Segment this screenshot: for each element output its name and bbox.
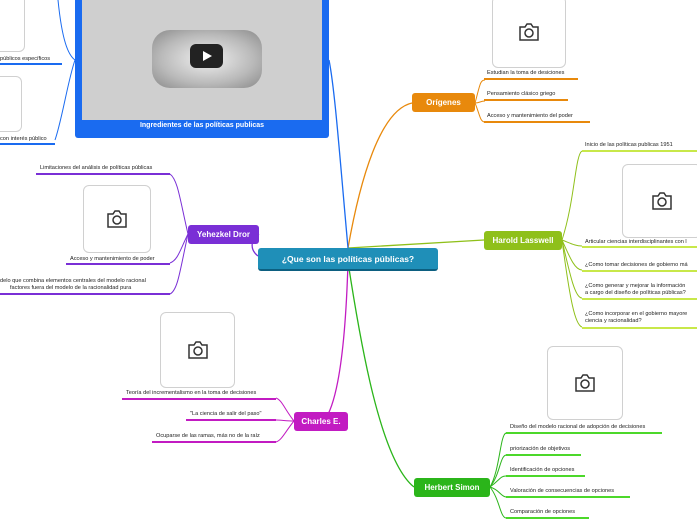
simon-item-4: Valoración de consecuencias de opciones — [510, 488, 615, 494]
dror-item-4: factores fuera del modelo de la racional… — [10, 285, 132, 291]
topleft-leaf-2: con interés público — [0, 136, 47, 142]
underline — [582, 298, 697, 300]
underline — [506, 454, 581, 456]
lasswell-item-4: ¿Como generar y mejorar la información — [585, 283, 686, 289]
lasswell-item-1: Inicio de las políticas publicas 1951 — [585, 142, 673, 148]
underline — [484, 99, 568, 101]
camera-icon — [575, 374, 595, 392]
video-card[interactable]: Ingredientes de las políticas publicas — [75, 0, 329, 138]
underline — [582, 270, 697, 272]
lasswell-item-6: ¿Como incorporar en el gobierno mayore — [585, 311, 688, 317]
underline — [506, 432, 662, 434]
dror-item-1: Limitaciones del análisis de políticas p… — [40, 165, 153, 171]
simon-item-1: Diseño del modelo racional de adopción d… — [510, 424, 646, 430]
lasswell-item-2: Articular ciencias interdisciplinantes c… — [585, 239, 687, 245]
central-topic[interactable]: ¿Que son las políticas públicas? — [258, 248, 438, 271]
lasswell-item-5: a cargo del diseño de políticas públicas… — [585, 290, 686, 296]
charles-item-3: Ocuparse de las ramas, más no de la raíz — [156, 433, 260, 439]
origenes-item-3: Acceso y mantenimiento del poder — [487, 113, 573, 119]
underline — [484, 78, 578, 80]
lasswell-item-3: ¿Como tomar decisiones de gobierno má — [585, 262, 688, 268]
origenes-item-1: Estudian la toma de desiciones — [487, 70, 565, 76]
camera-icon — [107, 210, 127, 228]
camera-icon — [519, 23, 539, 41]
underline — [506, 517, 589, 519]
simon-item-3: Identificación de opciones — [510, 467, 575, 473]
underline — [122, 398, 276, 400]
lasswell-item-7: ciencia y racionalidad? — [585, 318, 642, 324]
origenes-item-2: Pensamiento clásico griego — [487, 91, 556, 97]
image-placeholder — [492, 0, 566, 68]
dror-item-3: delo que combina elementos centrales del… — [0, 278, 146, 284]
image-placeholder — [547, 346, 623, 420]
underline — [0, 293, 170, 295]
underline — [506, 496, 630, 498]
branch-yehezkel-dror[interactable]: Yehezkel Dror — [188, 225, 259, 244]
dror-item-2: Acceso y mantenimiento de poder — [70, 256, 155, 262]
underline — [0, 143, 55, 145]
underline — [186, 419, 276, 421]
image-placeholder — [622, 164, 697, 238]
branch-charles-e[interactable]: Charles E. — [294, 412, 348, 431]
image-placeholder — [0, 76, 22, 132]
camera-icon — [187, 341, 208, 359]
underline — [36, 173, 170, 175]
branch-origenes[interactable]: Orígenes — [412, 93, 475, 112]
underline — [506, 475, 585, 477]
topleft-leaf-1: públicos específicos — [0, 56, 51, 62]
simon-item-5: Comparación de opciones — [510, 509, 575, 515]
play-icon[interactable] — [190, 44, 223, 68]
image-placeholder — [160, 312, 235, 388]
image-placeholder — [83, 185, 151, 253]
underline — [582, 150, 697, 152]
video-screen — [152, 30, 262, 88]
underline — [66, 263, 170, 265]
image-placeholder — [0, 0, 25, 52]
charles-item-1: Teoría del incrementalismo en la toma de… — [126, 390, 257, 396]
underline — [0, 63, 62, 65]
simon-item-2: priorización de objetivos — [510, 446, 571, 452]
branch-herbert-simon[interactable]: Herbert Simon — [414, 478, 490, 497]
charles-item-2: "La ciencia de salir del paso" — [190, 411, 262, 417]
video-thumbnail[interactable] — [82, 0, 322, 120]
underline — [152, 441, 276, 443]
branch-harold-lasswell[interactable]: Harold Lasswell — [484, 231, 562, 250]
underline — [582, 327, 697, 329]
underline — [582, 246, 697, 248]
camera-icon — [652, 192, 672, 210]
underline — [484, 121, 590, 123]
video-caption: Ingredientes de las políticas publicas — [139, 122, 265, 129]
